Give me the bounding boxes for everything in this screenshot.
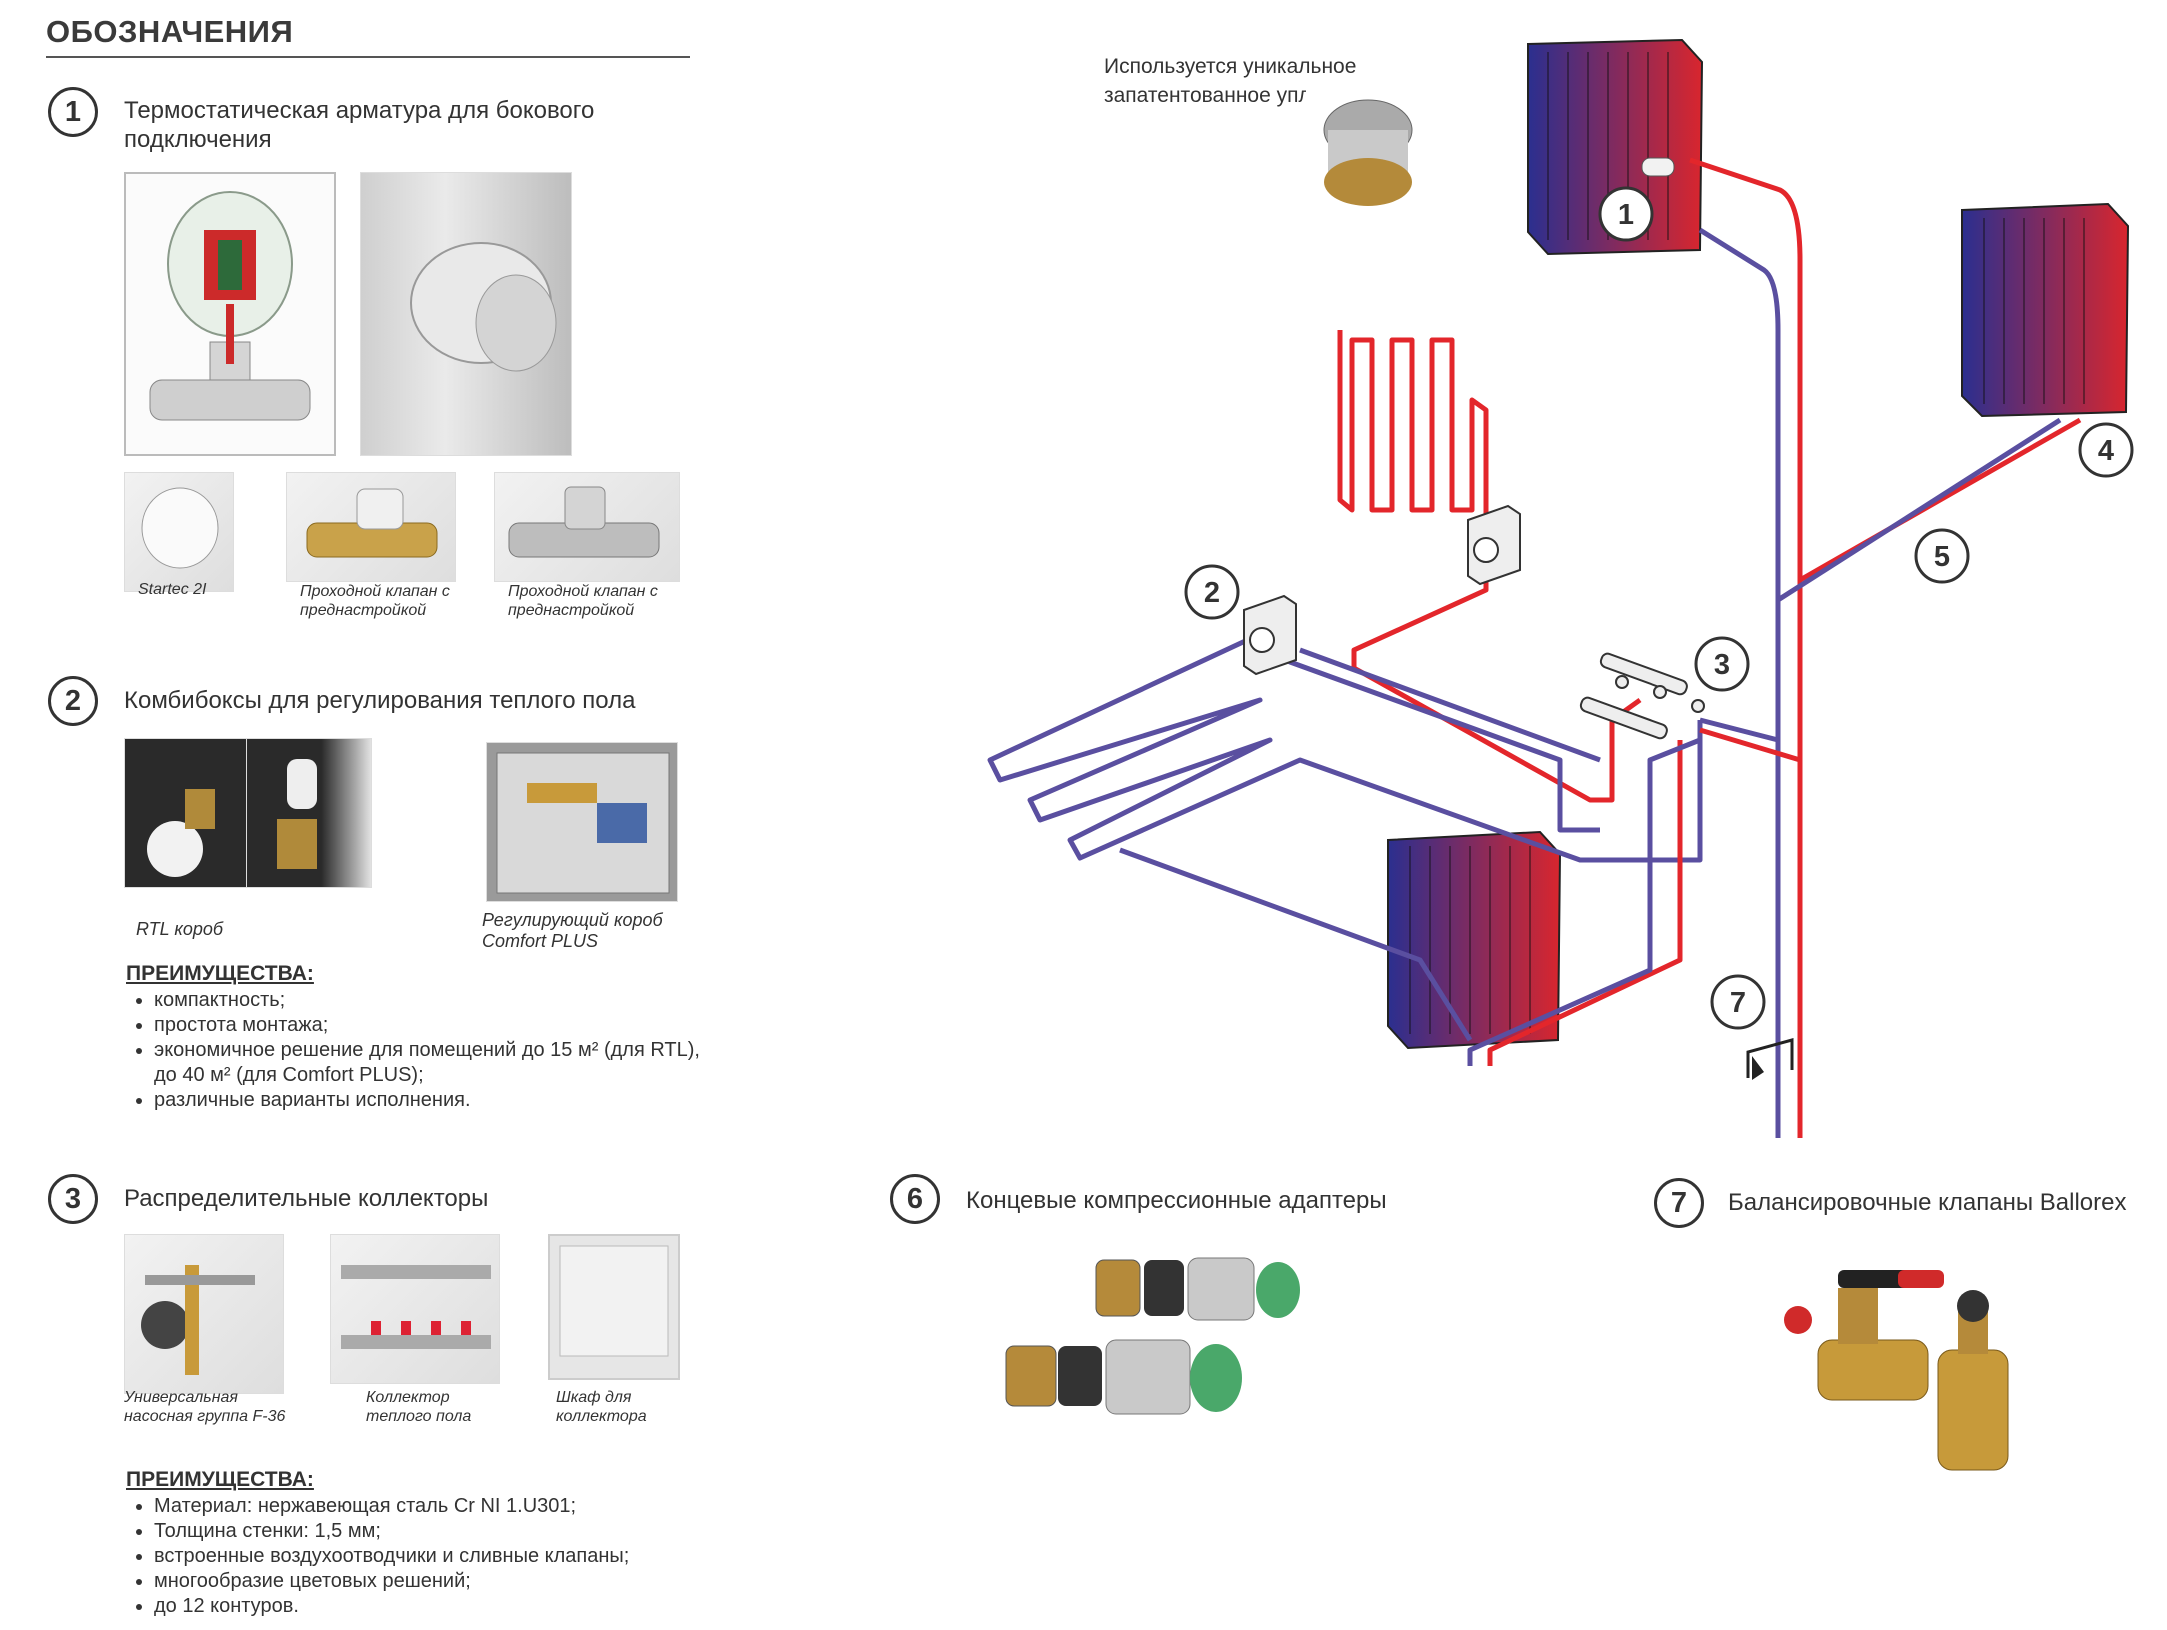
combibox-icon <box>277 759 317 869</box>
diagram-label-2: 2 <box>1184 564 1240 620</box>
svg-text:5: 5 <box>1934 541 1950 573</box>
cabinet-image <box>548 1234 680 1380</box>
combibox-1 <box>1243 594 1297 676</box>
thermostat-head-icon <box>141 487 219 569</box>
section-7-number: 7 <box>1654 1178 1704 1228</box>
page-title: ОБОЗНАЧЕНИЯ <box>46 14 294 49</box>
svg-text:3: 3 <box>1714 649 1730 681</box>
combibox-icon <box>496 752 670 894</box>
ballorex-valves-image <box>1768 1250 2048 1490</box>
advantages-title-2: ПРЕИМУЩЕСТВА: <box>126 962 314 985</box>
rtl-box-image-2 <box>246 738 372 888</box>
comfort-plus-image <box>486 742 678 902</box>
manifold-image <box>330 1234 500 1384</box>
section-1-title: Термостатическая арматура для бокового п… <box>124 97 595 153</box>
rtl-box-image-1 <box>124 738 248 888</box>
section-3-number: 3 <box>48 1174 98 1224</box>
section-6-title: Концевые компрессионные адаптеры <box>966 1187 1387 1214</box>
fitting-icon <box>1323 99 1413 206</box>
diagram-label-1: 1 <box>1598 186 1654 242</box>
caption-valve-1: Проходной клапан с преднастройкой <box>300 583 450 619</box>
section-1-number: 1 <box>48 87 98 137</box>
pump-group-image <box>124 1234 284 1394</box>
list-item: компактность; <box>154 988 714 1013</box>
list-item: многообразие цветовых решений; <box>154 1569 754 1594</box>
balancing-valve <box>1746 1038 1794 1080</box>
valve-icon <box>508 486 660 558</box>
diagram-label-5: 5 <box>1914 528 1970 584</box>
valve-image-2 <box>494 472 680 582</box>
radiator-2 <box>1961 202 2130 418</box>
advantages-list-3: Материал: нержавеющая сталь Cr NI 1.U301… <box>128 1494 754 1619</box>
pump-icon <box>141 1265 255 1375</box>
section-6-number: 6 <box>890 1174 940 1224</box>
title-divider <box>46 56 690 58</box>
section-2-title: Комбибоксы для регулирования теплого пол… <box>124 687 636 714</box>
manifold-icon <box>341 1265 491 1349</box>
list-item: экономичное решение для помещений до 15 … <box>154 1038 714 1088</box>
section-2-number: 2 <box>48 676 98 726</box>
svg-text:7: 7 <box>1730 987 1746 1019</box>
diagram-label-4: 4 <box>2078 422 2134 478</box>
caption-comfort-plus: Регулирующий короб Comfort PLUS <box>482 910 663 951</box>
list-item: встроенные воздухоотводчики и сливные кл… <box>154 1544 754 1569</box>
list-item: простота монтажа; <box>154 1013 714 1038</box>
svg-text:1: 1 <box>1618 199 1634 231</box>
pipe-network <box>987 157 2082 1138</box>
diagram-label-3: 3 <box>1694 636 1750 692</box>
caption-pump-group: Универсальная насосная группа F-36 <box>124 1389 286 1425</box>
section-3-title: Распределительные коллекторы <box>124 1185 489 1212</box>
thermostat-head-icon <box>410 242 557 372</box>
adapters-image <box>996 1250 1316 1440</box>
list-item: Материал: нержавеющая сталь Cr NI 1.U301… <box>154 1494 754 1519</box>
list-item: Толщина стенки: 1,5 мм; <box>154 1519 754 1544</box>
startec-image <box>124 472 234 592</box>
cabinet-icon <box>559 1245 669 1357</box>
thermostat-on-radiator-image <box>360 172 572 456</box>
seal-fitting-image <box>1306 80 1432 212</box>
diagram-label-7: 7 <box>1710 974 1766 1030</box>
section-7-title: Балансировочные клапаны Ballorex <box>1728 1189 2127 1216</box>
caption-cabinet: Шкаф для коллектора <box>556 1389 647 1425</box>
advantages-title-3: ПРЕИМУЩЕСТВА: <box>126 1468 314 1491</box>
caption-valve-2: Проходной клапан с преднастройкой <box>508 583 658 619</box>
combibox-2 <box>1467 504 1521 586</box>
caption-rtl: RTL короб <box>136 919 224 939</box>
svg-text:2: 2 <box>1204 577 1220 609</box>
advantages-list-2: компактность; простота монтажа; экономич… <box>128 988 714 1113</box>
svg-text:4: 4 <box>2098 435 2114 467</box>
balancing-valve-icon <box>1784 1270 2009 1471</box>
combibox-icon <box>147 789 215 877</box>
valve-image-1 <box>286 472 456 582</box>
list-item: различные варианты исполнения. <box>154 1088 714 1113</box>
caption-startec: Startec 2I <box>138 581 207 598</box>
valve-icon <box>306 488 438 558</box>
manifold-group <box>1579 652 1705 740</box>
diagram-labels: 1 2 3 4 5 7 <box>1184 186 2134 1030</box>
caption-manifold: Коллектор теплого пола <box>366 1389 472 1425</box>
thermostat-cutaway-icon <box>149 191 311 421</box>
adapter-icon <box>1005 1257 1300 1415</box>
list-item: до 12 контуров. <box>154 1594 754 1619</box>
thermostat-cutaway-image <box>124 172 336 456</box>
radiator-3 <box>1387 830 1562 1050</box>
